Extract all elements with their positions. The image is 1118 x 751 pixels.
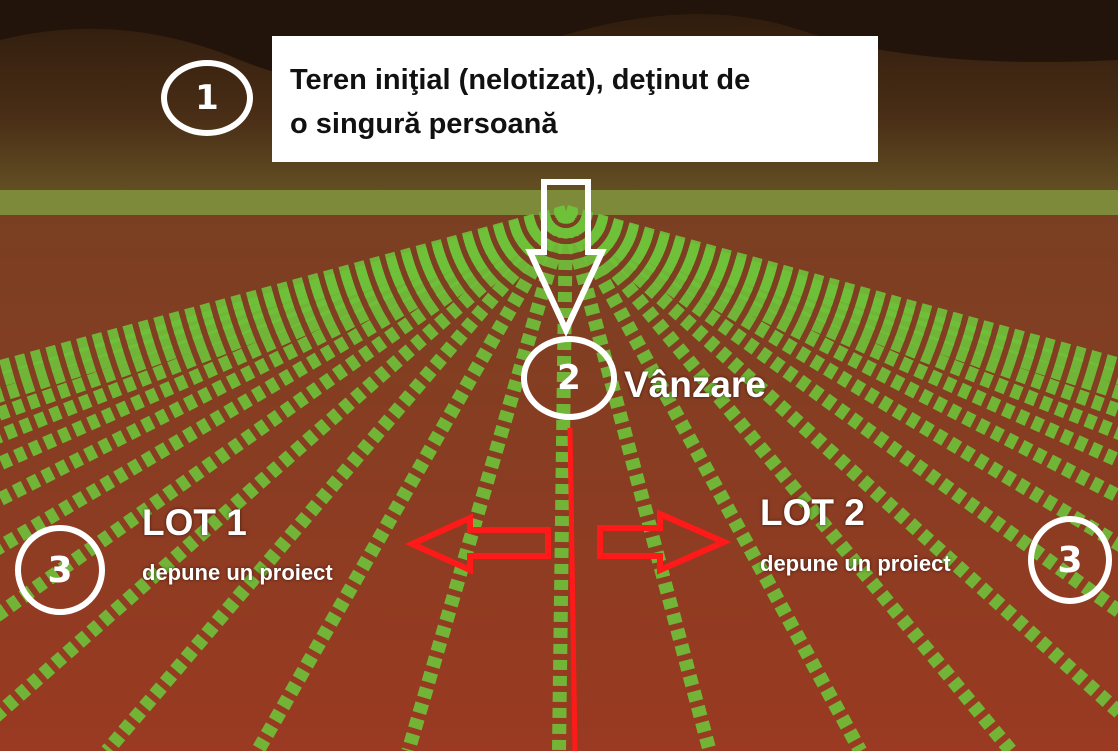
crop-row <box>561 206 1118 721</box>
crop-row <box>0 205 568 375</box>
crop-row <box>561 206 1118 620</box>
crop-row <box>101 207 572 751</box>
lot-1-label: LOT 1 <box>142 502 247 543</box>
lot-2-note: depune un proiect <box>760 551 951 576</box>
right-arrow <box>597 509 732 575</box>
crop-row <box>401 210 573 751</box>
sale-label: Vânzare <box>624 364 766 405</box>
crop-row <box>563 205 1118 418</box>
initial-land-callout: Teren iniţial (nelotizat), deţinut de o … <box>272 36 878 162</box>
down-arrow <box>525 179 607 338</box>
step-3-marker-right: 3 <box>1028 516 1112 604</box>
crop-row <box>0 206 571 722</box>
lot-1-note: depune un proiect <box>142 560 333 585</box>
callout-line-2: o singură persoană <box>290 108 558 140</box>
crop-row <box>0 205 570 555</box>
crop-row <box>0 205 569 444</box>
crop-row <box>0 205 569 403</box>
crop-row <box>0 205 570 508</box>
crop-row <box>0 206 571 622</box>
step-2-marker: 2 <box>521 336 617 420</box>
step-1-marker: 1 <box>161 60 253 136</box>
left-arrow <box>404 513 551 575</box>
step-3-marker-left: 3 <box>15 525 105 615</box>
crop-row <box>560 207 1017 751</box>
crop-row <box>562 205 1118 504</box>
crop-row <box>552 211 573 751</box>
crop-rows <box>0 205 1118 751</box>
crop-row <box>559 208 867 751</box>
lot-2-label: LOT 2 <box>760 492 865 533</box>
crop-row <box>251 208 573 751</box>
crop-row <box>564 205 1118 372</box>
boundary-line <box>567 427 578 751</box>
crop-row <box>563 205 1118 441</box>
crop-row <box>563 205 1118 400</box>
callout-line-1: Teren iniţial (nelotizat), deţinut de <box>290 64 751 96</box>
crop-row <box>559 210 717 751</box>
